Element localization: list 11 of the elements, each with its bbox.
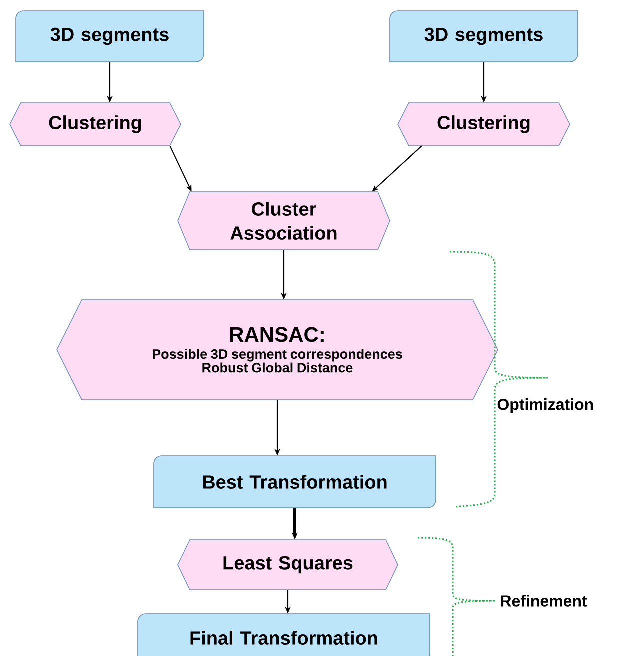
process-box: 3D segments — [390, 10, 578, 62]
bracket-label: Optimization — [498, 398, 594, 414]
process-box: 3D segments — [16, 10, 204, 62]
process-box: Final Transformation — [138, 614, 430, 656]
hexagon-box: Least Squares — [178, 540, 398, 590]
hexagon-box: Clustering — [398, 102, 570, 146]
hexagon-box: RANSAC: Possible 3D segment correspondences Robust Global Distance — [56, 300, 498, 400]
hexagon-box: Cluster Association — [178, 192, 390, 250]
process-box: Best Transformation — [154, 456, 436, 508]
bracket-label: Refinement — [501, 595, 588, 607]
hexagon-box: Clustering — [10, 102, 182, 146]
